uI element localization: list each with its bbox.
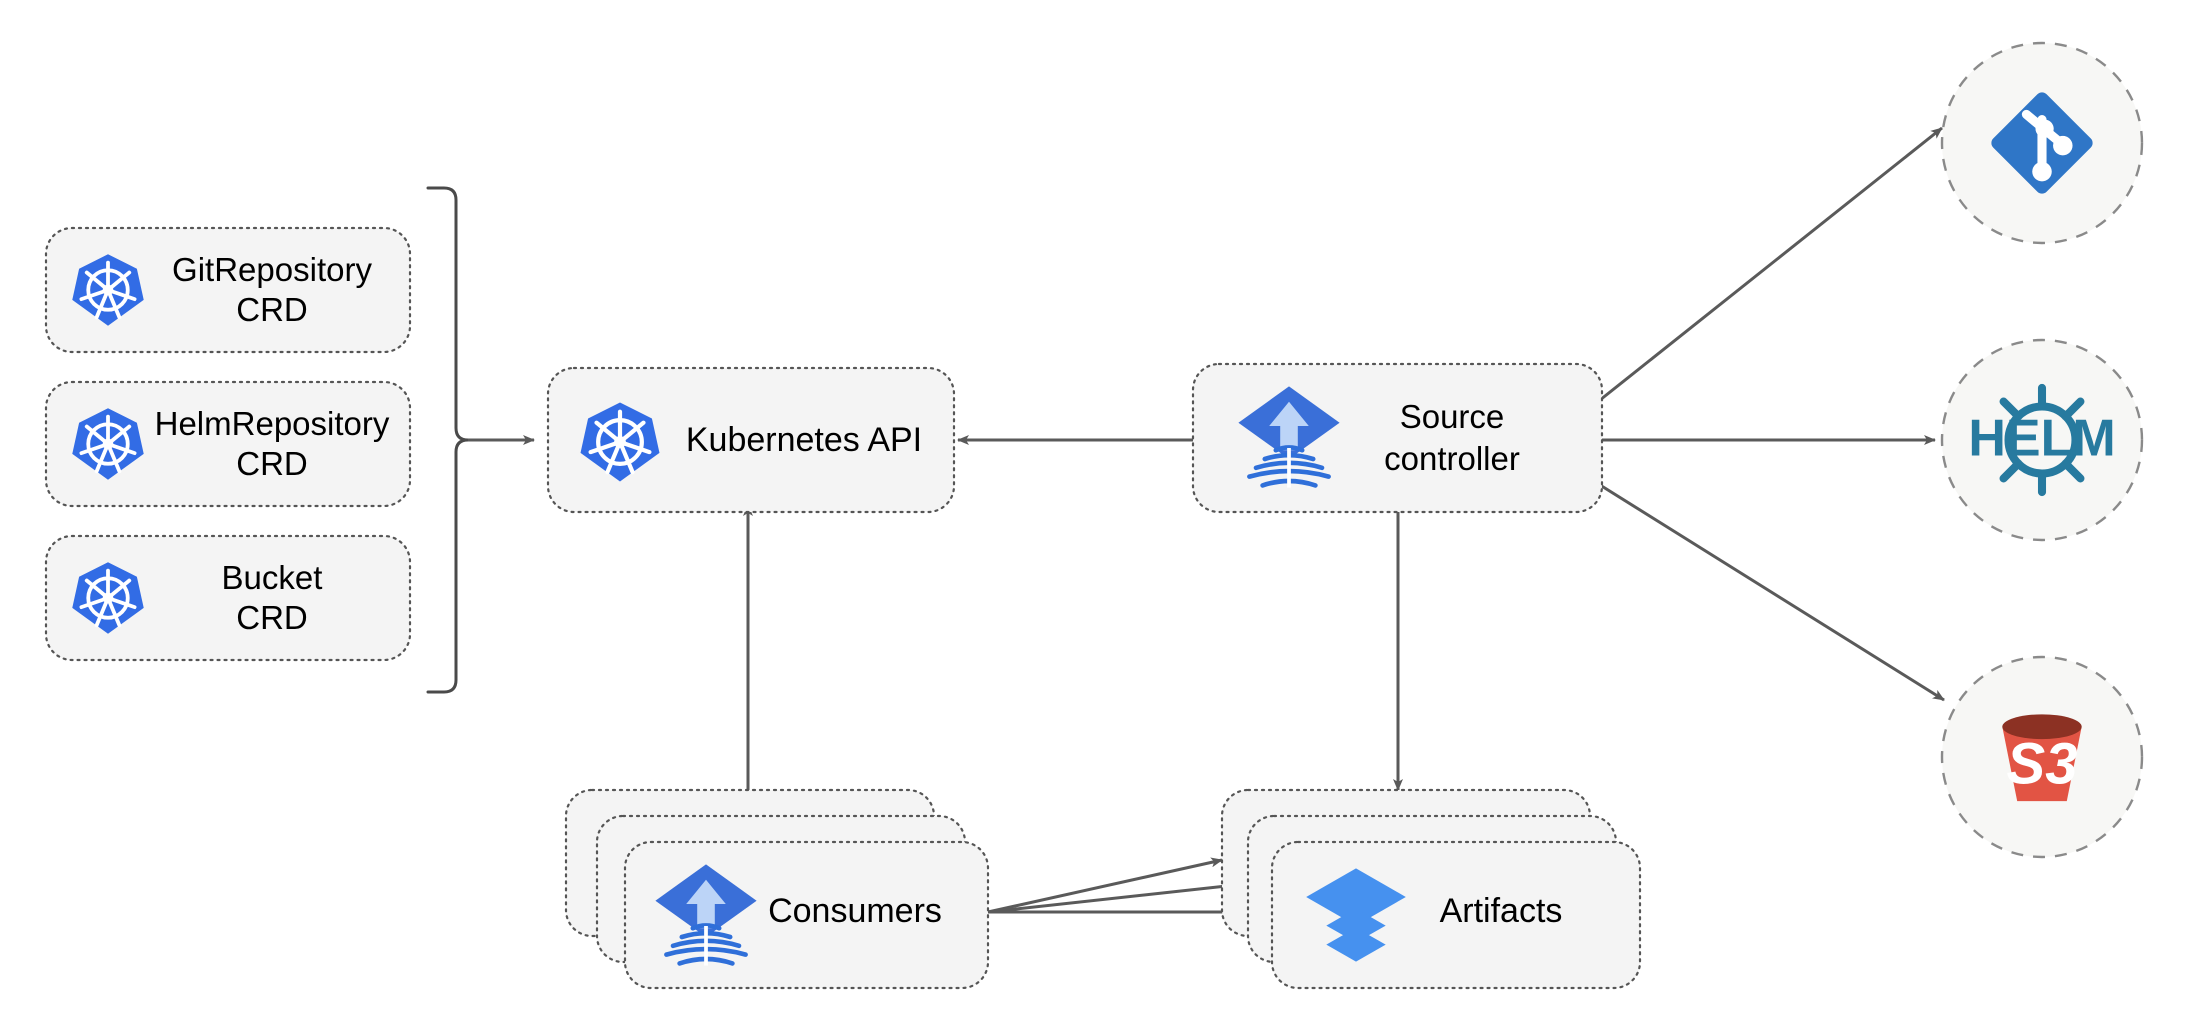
node-label-kubernetes-api: Kubernetes API xyxy=(686,421,922,459)
helm-label: HELM xyxy=(1968,410,2115,468)
node-consumers[interactable]: Consumers xyxy=(564,788,990,990)
crd-label-line2: CRD xyxy=(236,599,308,636)
crd-label-line1: GitRepository xyxy=(172,251,372,288)
crd-card-helmrepository[interactable]: HelmRepository CRD xyxy=(44,380,412,508)
edge-source-controller-to-git xyxy=(1599,126,1943,402)
edge-consumers-to-artifacts-back xyxy=(987,857,1223,914)
crd-card-bucket[interactable]: Bucket CRD xyxy=(44,534,412,662)
node-artifacts[interactable]: Artifacts xyxy=(1220,788,1642,990)
external-source-s3[interactable]: S3 xyxy=(1940,655,2144,859)
node-label-consumers: Consumers xyxy=(768,892,942,930)
crd-card-gitrepository[interactable]: GitRepository CRD xyxy=(44,226,412,354)
s3-label: S3 xyxy=(2007,731,2078,796)
external-source-git[interactable] xyxy=(1940,41,2144,245)
node-label-artifacts: Artifacts xyxy=(1440,892,1563,930)
crd-label-line1: HelmRepository xyxy=(155,405,390,442)
crd-label-line2: CRD xyxy=(236,445,308,482)
node-label-source-controller-line2: controller xyxy=(1384,440,1520,477)
node-source-controller[interactable]: Source controller xyxy=(1191,362,1604,514)
crd-label-line2: CRD xyxy=(236,291,308,328)
node-label-source-controller-line1: Source xyxy=(1400,398,1505,435)
crd-group-bracket xyxy=(426,186,470,694)
crd-label-line1: Bucket xyxy=(222,559,323,596)
node-kubernetes-api[interactable]: Kubernetes API xyxy=(546,366,956,514)
edge-consumers-to-artifacts-mid xyxy=(987,880,1246,914)
external-source-helm[interactable]: HELM xyxy=(1940,338,2144,542)
edge-source-controller-to-s3 xyxy=(1599,483,1945,702)
